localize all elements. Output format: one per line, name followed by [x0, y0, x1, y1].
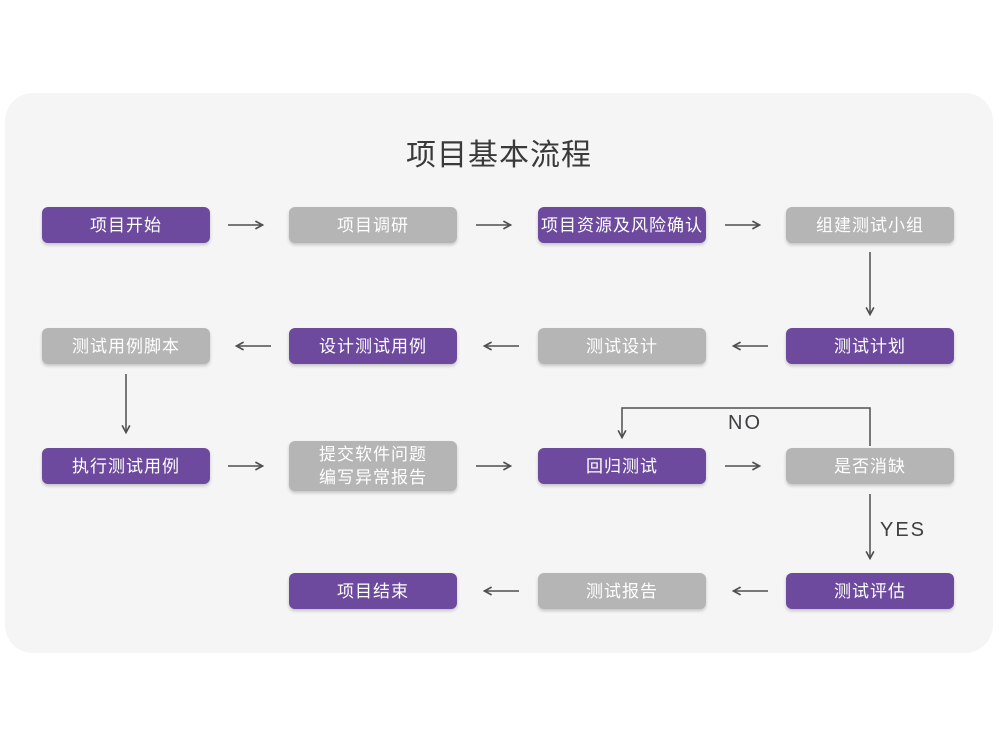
node-submit-issue-report-line1: 提交软件问题 — [319, 445, 427, 464]
node-test-design: 测试设计 — [538, 328, 706, 364]
node-test-report: 测试报告 — [538, 573, 706, 609]
node-execute-test-cases: 执行测试用例 — [42, 448, 210, 484]
node-build-test-team: 组建测试小组 — [786, 207, 954, 243]
node-test-evaluation: 测试评估 — [786, 573, 954, 609]
node-submit-issue-report-line2: 编写异常报告 — [319, 468, 427, 487]
node-project-end: 项目结束 — [289, 573, 457, 609]
node-submit-issue-report: 提交软件问题 编写异常报告 — [289, 441, 457, 491]
node-design-test-cases: 设计测试用例 — [289, 328, 457, 364]
node-defect-cleared: 是否消缺 — [786, 448, 954, 484]
node-resource-risk-confirm: 项目资源及风险确认 — [538, 207, 706, 243]
node-test-case-script: 测试用例脚本 — [42, 328, 210, 364]
edge-label-no: NO — [728, 412, 762, 434]
node-project-start: 项目开始 — [42, 207, 210, 243]
diagram-title: 项目基本流程 — [406, 139, 592, 172]
node-project-research: 项目调研 — [289, 207, 457, 243]
node-regression-test: 回归测试 — [538, 448, 706, 484]
node-test-plan: 测试计划 — [786, 328, 954, 364]
background-card — [5, 93, 993, 653]
edge-label-yes: YES — [880, 519, 927, 541]
